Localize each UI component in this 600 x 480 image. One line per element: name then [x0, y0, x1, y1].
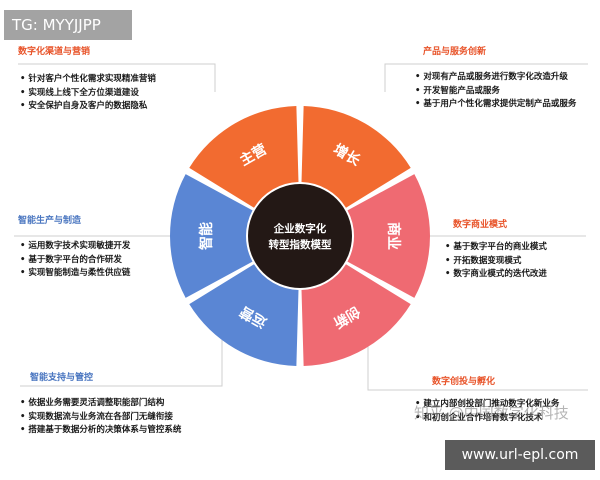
list-item: 搭建基于数据分析的决策体系与管控系统 — [20, 424, 181, 438]
segment-operation — [189, 264, 299, 366]
list-item: 建立内部创投部门推动数字化新业务 — [415, 398, 559, 412]
block-list-smart-production: 运用数字技术实现敏捷开发 基于数字平台的合作研发 实现智能制造与柔性供应链 — [20, 240, 130, 281]
list-item: 基于用户个性化需求提供定制产品或服务 — [415, 98, 576, 112]
list-item: 实现智能制造与柔性供应链 — [20, 267, 130, 281]
segment-label-intelligence: 智能 — [198, 222, 215, 251]
block-title-smart-production: 智能生产与制造 — [18, 216, 82, 226]
connector-line — [18, 63, 216, 92]
connector-line — [384, 63, 588, 92]
segment-label-business: 商业 — [385, 222, 402, 250]
source-watermark: 知乎 @中国数字化科技 — [414, 404, 569, 422]
block-list-venture-incubation: 建立内部创投部门推动数字化新业务 和初创企业合作培育数字化技术 — [415, 398, 559, 425]
connector-line — [20, 340, 223, 387]
list-item: 和初创企业合作培育数字化技术 — [415, 412, 559, 426]
list-item: 对现有产品或服务进行数字化改造升级 — [415, 71, 576, 85]
block-title-channel-marketing: 数字化渠道与营销 — [18, 47, 91, 57]
wheel-segments — [170, 106, 430, 366]
block-title-business-model: 数字商业模式 — [453, 220, 508, 230]
list-item: 数字商业模式的迭代改进 — [445, 268, 547, 282]
segment-business — [347, 174, 430, 298]
list-item: 安全保护自身及客户的数据隐私 — [20, 100, 156, 114]
block-list-channel-marketing: 针对客户个性化需求实现精准营销 实现线上线下全方位渠道建设 安全保护自身及客户的… — [20, 73, 156, 114]
list-item: 针对客户个性化需求实现精准营销 — [20, 73, 156, 87]
watermark-tag: TG: MYYJJPP — [4, 10, 132, 40]
list-item: 实现线上线下全方位渠道建设 — [20, 87, 156, 101]
block-title-product-innovation: 产品与服务创新 — [423, 47, 487, 57]
list-item: 基于数字平台的商业模式 — [445, 241, 547, 255]
block-title-venture-incubation: 数字创投与孵化 — [432, 377, 496, 387]
connector-line — [367, 345, 588, 391]
segment-core — [189, 106, 299, 208]
segment-intelligence — [170, 174, 253, 298]
block-list-product-innovation: 对现有产品或服务进行数字化改造升级 开发智能产品或服务 基于用户个性化需求提供定… — [415, 71, 576, 112]
center-hub — [248, 184, 352, 288]
block-list-business-model: 基于数字平台的商业模式 开拓数据变现模式 数字商业模式的迭代改进 — [445, 241, 547, 282]
url-watermark: www.url-epl.com — [445, 440, 595, 470]
list-item: 依据业务需要灵活调整职能部门结构 — [20, 397, 181, 411]
center-title-line1: 企业数字化 — [273, 222, 327, 235]
list-item: 运用数字技术实现敏捷开发 — [20, 240, 130, 254]
list-item: 开发智能产品或服务 — [415, 85, 576, 99]
center-title-line2: 转型指数模型 — [269, 238, 332, 251]
segment-innovation — [301, 264, 411, 366]
connector-lines — [14, 63, 588, 391]
list-item: 基于数字平台的合作研发 — [20, 254, 130, 268]
block-title-support-control: 智能支持与管控 — [30, 373, 94, 383]
list-item: 开拓数据变现模式 — [445, 255, 547, 269]
list-item: 实现数据流与业务流在各部门无缝衔接 — [20, 411, 181, 425]
segment-growth — [301, 106, 411, 208]
block-list-support-control: 依据业务需要灵活调整职能部门结构 实现数据流与业务流在各部门无缝衔接 搭建基于数… — [20, 397, 181, 438]
